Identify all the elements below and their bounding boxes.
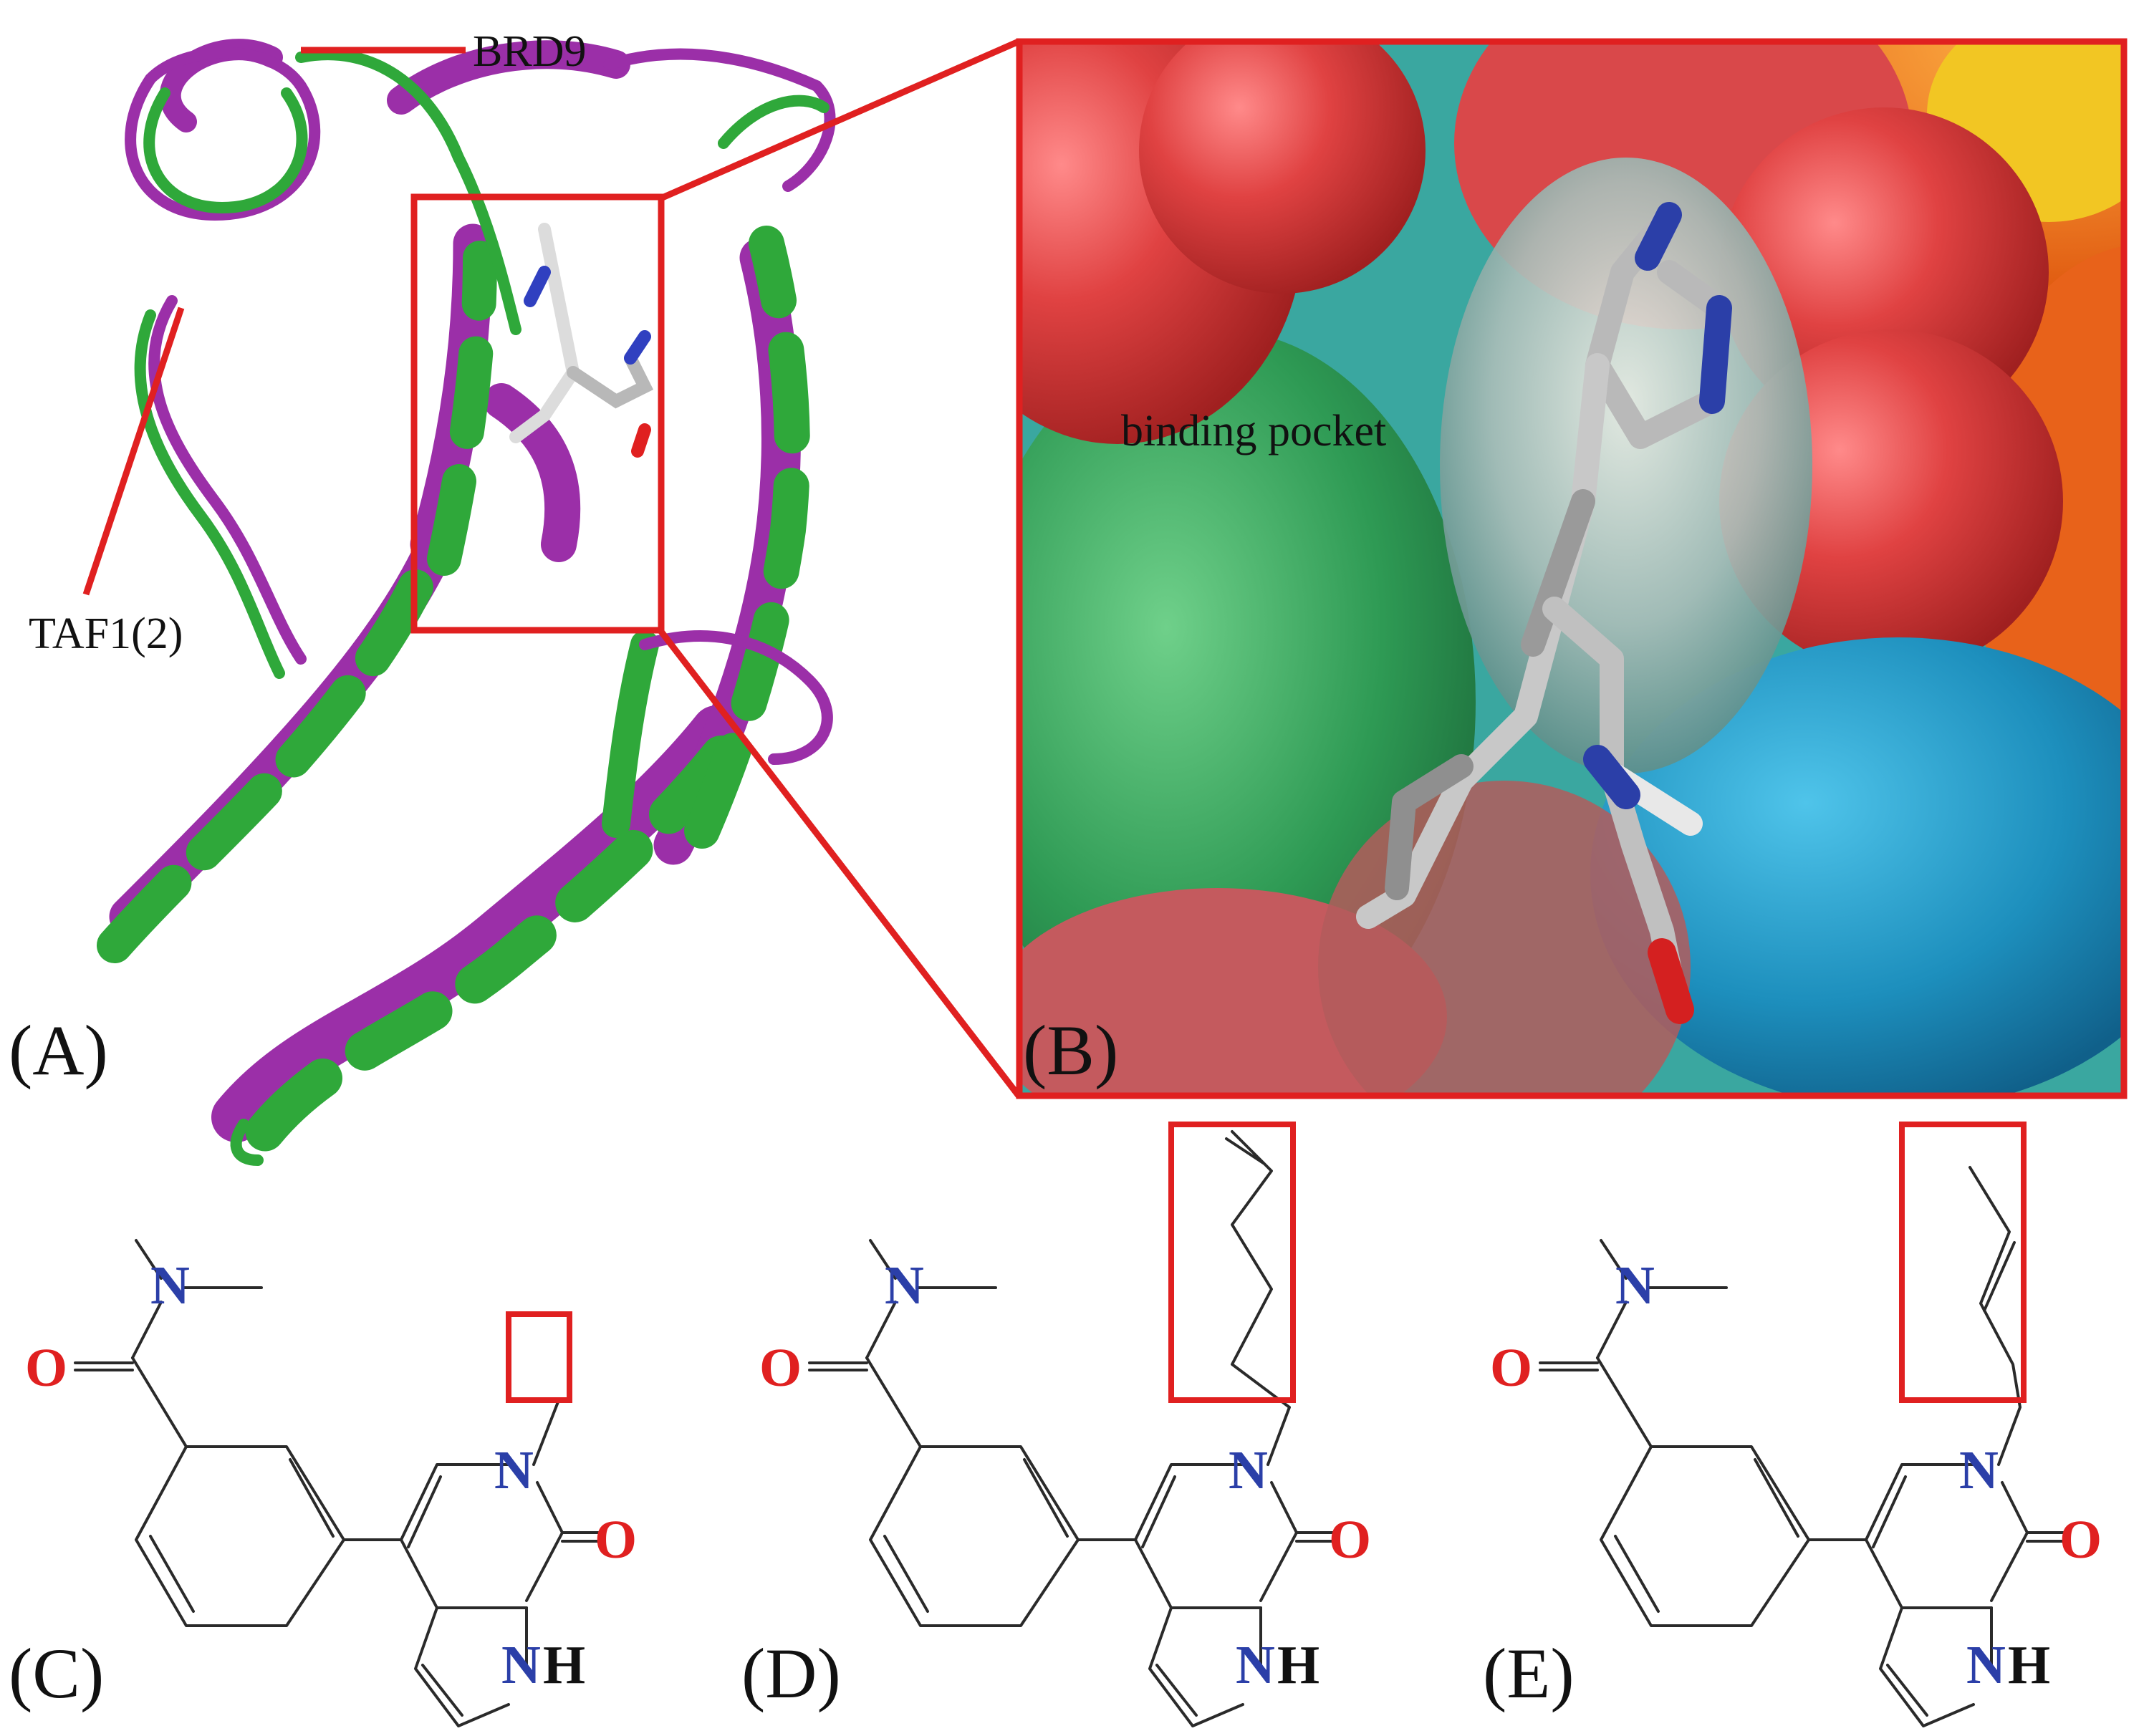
panel-b-frame — [1016, 38, 2128, 1099]
taf1-callout-line — [82, 307, 185, 596]
panel-e-highlight-box — [1899, 1122, 2027, 1403]
panel-d-ring-n: N — [1229, 1440, 1268, 1500]
panel-d-label: (D) — [741, 1634, 841, 1713]
zoom-connectors — [656, 38, 1021, 1098]
panel-e-nh-n: N — [1966, 1635, 2006, 1695]
panel-c-ring-n: N — [494, 1440, 534, 1500]
panel-d-lactam-o: O — [1329, 1510, 1371, 1570]
panel-a-label: (A) — [9, 1011, 108, 1090]
panel-d-nh-h: H — [1277, 1635, 1319, 1695]
panel-d-highlight-box — [1168, 1122, 1296, 1403]
panel-b-surface-view: binding pocket (B) — [1016, 38, 2128, 1099]
panel-d-bonds — [808, 1130, 1334, 1727]
panel-d-carbonyl-o: O — [759, 1338, 802, 1398]
panel-e-ring-n: N — [1959, 1440, 1999, 1500]
panel-c-highlight-box — [506, 1311, 572, 1403]
panel-e-structure: N O N O N H (E) — [1483, 1122, 2102, 1727]
binding-pocket-label: binding pocket — [1121, 407, 1386, 455]
panel-d-structure: N O N O N H (D) — [741, 1122, 1371, 1727]
panel-c-label: (C) — [9, 1634, 104, 1713]
ligand-sticks-b — [1356, 202, 1732, 1024]
panel-c-amide-n: N — [150, 1255, 190, 1316]
panel-d-amide-n: N — [885, 1255, 924, 1316]
panel-a-ribbon-overlay: BRD9 TAF1(2) (A) — [9, 27, 836, 1166]
selection-box — [410, 193, 665, 634]
panel-e-carbonyl-o: O — [1490, 1338, 1532, 1398]
panel-c-nh-h: H — [543, 1635, 585, 1695]
panel-b-label: (B) — [1023, 1011, 1118, 1090]
panel-c-nh-n: N — [501, 1635, 541, 1695]
panel-e-amide-n: N — [1615, 1255, 1655, 1316]
panel-e-label: (E) — [1483, 1634, 1575, 1713]
loops — [125, 47, 836, 1166]
panel-d-nh-n: N — [1236, 1635, 1275, 1695]
panel-e-nh-h: H — [2008, 1635, 2050, 1695]
panel-c-lactam-o: O — [595, 1510, 637, 1570]
panel-e-bonds — [1539, 1166, 2064, 1727]
panel-c-structure: N O N O N H (C) — [9, 1239, 637, 1727]
ligand-sticks-a — [509, 223, 654, 458]
panel-c-carbonyl-o: O — [25, 1338, 67, 1398]
taf1-label: TAF1(2) — [29, 609, 183, 658]
brd9-label: BRD9 — [473, 27, 586, 76]
panel-e-lactam-o: O — [2059, 1510, 2102, 1570]
panel-c-bonds — [74, 1239, 600, 1727]
